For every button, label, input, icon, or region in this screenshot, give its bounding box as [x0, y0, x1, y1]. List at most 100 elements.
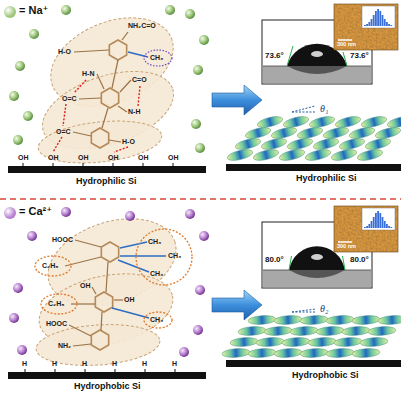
ion-swatch	[4, 6, 16, 18]
film-ellipses	[226, 114, 401, 162]
line-shape	[292, 112, 316, 113]
process-arrow	[212, 290, 262, 320]
chemical-group: C₂H₅	[48, 300, 64, 307]
use-shape	[9, 91, 19, 101]
sodium-ions	[9, 5, 209, 153]
scale-bar-label: 300 nm	[337, 42, 356, 48]
chemical-group: O=C	[62, 95, 77, 102]
use-shape	[226, 147, 383, 162]
line-shape	[75, 240, 101, 247]
use-shape	[179, 347, 189, 357]
chemical-group: OH	[124, 296, 135, 303]
angle-value: 80.0°	[350, 256, 369, 264]
hydrophobic-rings	[35, 229, 192, 328]
tilt-angle-label: θ₂	[320, 304, 328, 314]
use-shape	[91, 128, 108, 148]
line-shape	[71, 303, 95, 304]
line-shape	[114, 299, 123, 300]
line-shape	[115, 369, 116, 372]
ellipse-shape	[41, 294, 77, 314]
chemical-group: CH₃	[150, 270, 163, 277]
ellipse-shape	[311, 254, 323, 260]
polymer-cluster: HOOCCH₃CH₃C₂H₅CH₃OHC₂H₅OHCH₃HOOCNH₂HHHHH…	[4, 222, 212, 396]
use-shape	[23, 111, 33, 121]
use-shape	[61, 207, 71, 217]
ellipse-shape	[311, 51, 323, 57]
afm-image	[334, 4, 398, 50]
ellipse-shape	[35, 256, 71, 276]
use-shape	[13, 135, 23, 145]
line-shape	[145, 369, 146, 372]
path-shape	[289, 270, 345, 278]
use-shape	[199, 231, 209, 241]
circle-shape	[136, 229, 192, 285]
legend-text: = Na⁺	[19, 5, 48, 16]
tilt-angle-lines	[292, 309, 316, 312]
chemical-group: CH₃	[168, 252, 181, 259]
chemical-group: H	[82, 360, 87, 367]
tilt-angle-label: θ₁	[320, 104, 328, 114]
ellipse-shape	[36, 116, 164, 169]
h-bonds-to-si	[25, 369, 175, 372]
polymer-blobs	[33, 1, 187, 168]
use-shape	[199, 35, 209, 45]
use-shape	[109, 40, 126, 60]
substrate-label: Hydrophilic Si	[296, 174, 357, 183]
scale-bar-label: 300 nm	[337, 244, 356, 250]
film-ellipses	[222, 315, 401, 359]
silicon-substrate	[8, 166, 206, 173]
line-shape	[23, 163, 24, 166]
line-shape	[138, 86, 140, 106]
chemical-group: OH	[48, 154, 59, 161]
line-shape	[118, 260, 149, 272]
use-shape	[15, 61, 25, 71]
sugar-rings	[91, 40, 126, 148]
chemical-group: CH₃	[150, 54, 163, 61]
contact-angle-image: 80.0°80.0°	[262, 222, 372, 288]
rect-shape	[263, 270, 371, 287]
line-shape	[73, 344, 91, 346]
ellipse-shape	[144, 312, 172, 328]
use-shape	[185, 209, 195, 219]
chemical-group: NH₂C=O	[128, 22, 156, 29]
line-shape	[122, 32, 128, 40]
hydrophobic-ring	[144, 50, 172, 66]
line-shape	[74, 50, 109, 52]
use-shape	[13, 283, 23, 293]
line-shape	[63, 104, 66, 126]
line-shape	[74, 80, 86, 93]
line-shape	[112, 308, 149, 318]
chemical-group: H	[52, 360, 57, 367]
chemical-group: H-N	[82, 70, 94, 77]
line-shape	[175, 369, 176, 372]
chemical-group: H	[22, 360, 27, 367]
use-shape	[185, 9, 195, 19]
chemical-group: H	[172, 360, 177, 367]
line-shape	[97, 74, 104, 89]
use-shape	[61, 5, 71, 15]
line-shape	[53, 163, 54, 166]
use-shape	[9, 313, 19, 323]
use-shape	[195, 285, 205, 295]
line-shape	[83, 163, 84, 166]
use-shape	[244, 125, 401, 140]
line-shape	[25, 369, 26, 372]
angle-value: 73.6°	[265, 52, 284, 60]
line-shape	[85, 369, 86, 372]
chemical-group: OH	[80, 282, 91, 289]
chemical-group: H-O	[122, 138, 135, 145]
chemical-group: OH	[78, 154, 89, 161]
ion-swatch	[4, 207, 16, 219]
film-region: θ₁ Hydrophilic Si	[262, 86, 398, 192]
chemical-group: CH₃	[148, 238, 161, 245]
line-shape	[109, 140, 121, 142]
methyl-bonds	[112, 242, 166, 318]
use-shape	[193, 325, 203, 335]
line-shape	[79, 98, 101, 99]
substrate-label: Hydrophilic Si	[76, 177, 137, 186]
use-shape	[238, 326, 397, 337]
use-shape	[101, 88, 118, 108]
silicon-substrate	[226, 164, 401, 171]
chemical-group: OH	[138, 154, 149, 161]
line-shape	[118, 106, 127, 112]
